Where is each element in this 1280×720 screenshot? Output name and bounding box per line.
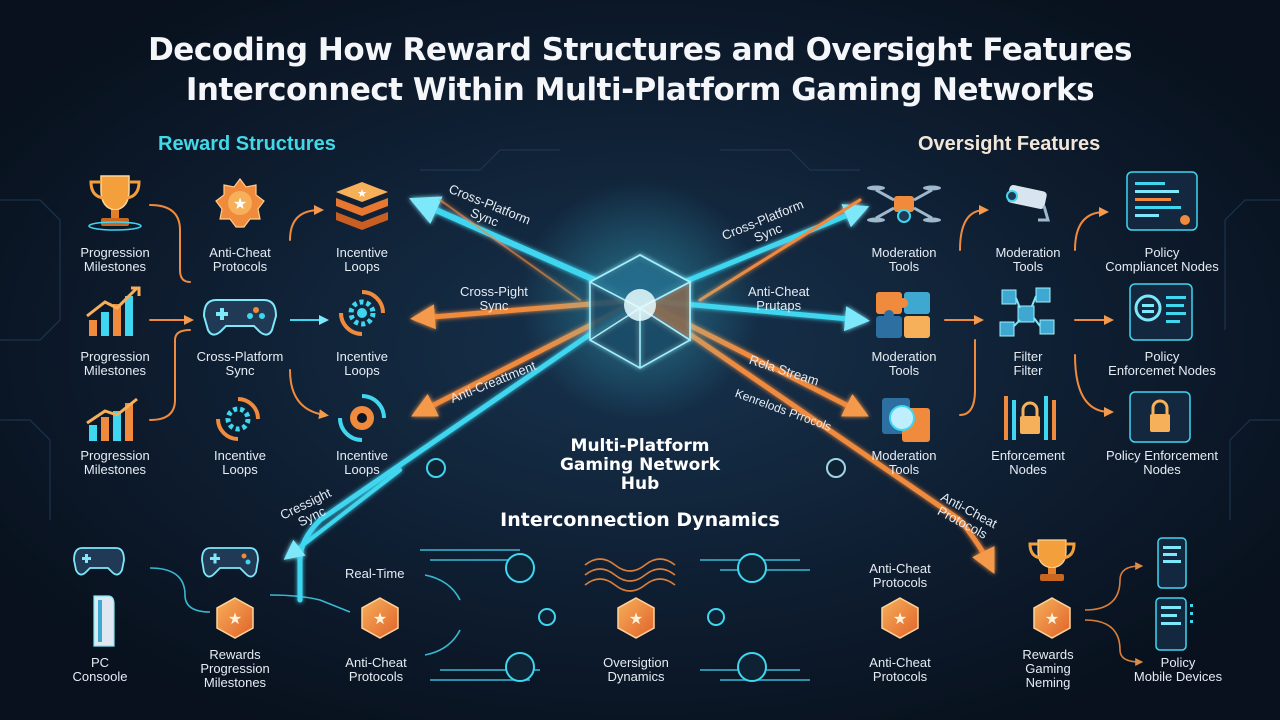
reward-structures-heading: Reward Structures — [158, 133, 336, 155]
gamepad-icon — [73, 547, 125, 576]
gamepad-icon — [201, 547, 259, 578]
page-title-line-1: Decoding How Reward Structures and Overs… — [148, 32, 1132, 68]
gear-cycle-icon — [339, 290, 385, 336]
gear-cycle-icon — [338, 394, 386, 442]
drone-icon — [867, 185, 941, 223]
smartphone-icon — [1157, 537, 1187, 589]
puzzle-icon — [876, 292, 930, 338]
gamepad-icon — [202, 299, 278, 336]
growth-chart-icon — [86, 286, 141, 336]
security-camera-icon — [1006, 184, 1050, 222]
smartphone-icon — [1155, 597, 1193, 651]
svg-text:★: ★ — [1045, 609, 1059, 628]
oversight-features-heading: Oversight Features — [918, 133, 1101, 155]
page-title-line-2: Interconnect Within Multi-Platform Gamin… — [185, 72, 1095, 108]
interconnection-dynamics-heading: Interconnection Dynamics — [500, 509, 780, 531]
stack-icon: ★ — [336, 182, 388, 230]
svg-text:★: ★ — [228, 609, 242, 628]
lock-icon — [1129, 391, 1191, 443]
svg-text:★: ★ — [629, 609, 643, 628]
code-panel-icon — [1126, 171, 1198, 231]
lock-icon — [1004, 396, 1056, 440]
shield-document-icon — [882, 398, 930, 442]
gear-cycle-icon — [216, 397, 260, 441]
console-tower-icon — [93, 595, 115, 647]
trophy-icon — [88, 175, 142, 231]
flow-label-real-time: Real-Time — [345, 566, 405, 581]
trophy-icon — [1028, 539, 1076, 581]
medal-icon: ★ — [215, 178, 265, 228]
growth-chart-icon — [86, 397, 138, 441]
svg-text:★: ★ — [893, 609, 907, 628]
svg-text:★: ★ — [357, 188, 367, 200]
svg-text:★: ★ — [373, 609, 387, 628]
svg-text:★: ★ — [233, 196, 247, 213]
cube-network-icon — [999, 287, 1055, 337]
shield-document-icon — [1129, 283, 1193, 341]
